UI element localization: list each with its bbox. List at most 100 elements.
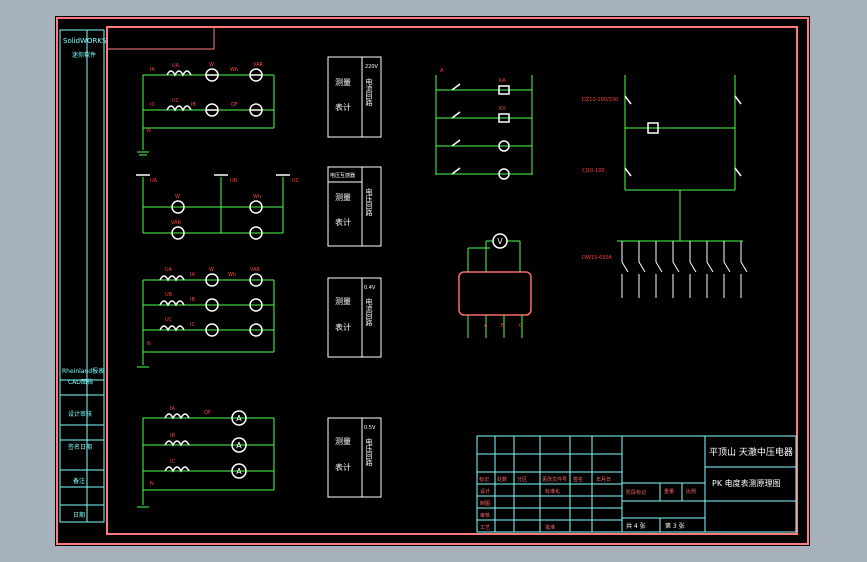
title-stage: 阶段标记 xyxy=(626,489,646,496)
tb-hdr-4: 更改文件号 xyxy=(542,476,567,483)
top-code-box xyxy=(106,26,215,50)
contactor-1 xyxy=(624,167,632,177)
outer-border xyxy=(56,17,809,545)
ct-coil-3a xyxy=(159,275,185,282)
panel-2-tag: 电压互感器 xyxy=(330,172,355,179)
c1-label-var: VAR xyxy=(253,62,264,68)
title-drawing: PK 电度表测原理图 xyxy=(712,478,781,488)
inner-border xyxy=(106,26,798,535)
c1-label-ib: IB xyxy=(191,102,196,108)
feeder-switch xyxy=(621,241,629,298)
ct-coil-4a xyxy=(164,413,190,420)
voltmeter-symbol: V xyxy=(497,237,503,246)
c3-label-uc: UC xyxy=(165,317,173,323)
c3-label-ic: IC xyxy=(190,322,195,328)
sidebar-item-1: Rheinland报表 xyxy=(62,367,104,375)
ct-coil-3c xyxy=(159,325,185,332)
tb-row-2: 制图 xyxy=(480,500,490,507)
c1-label-uc: UC xyxy=(172,98,180,104)
contactor-2 xyxy=(734,167,742,177)
sidebar-item-2: CAD图档 xyxy=(68,378,93,386)
ct-coil-1 xyxy=(166,70,192,77)
panel-4-line1: 测量 xyxy=(335,437,351,446)
meter-3a xyxy=(205,273,219,287)
meter-3f xyxy=(249,323,263,337)
tb-hdr-2: 处数 xyxy=(497,476,507,483)
feeder-switch xyxy=(689,241,697,298)
relay-coil-2 xyxy=(498,113,510,123)
c1-label-ic: IC xyxy=(150,102,155,108)
voltmeter xyxy=(492,233,508,249)
c1-label-ia: IA xyxy=(150,67,155,73)
c4-label-ib: IB xyxy=(170,433,175,439)
panel-4-tag: 0.5V xyxy=(364,425,376,431)
lamp-1 xyxy=(498,140,510,152)
feeder-switches xyxy=(621,241,748,298)
breaker-1 xyxy=(624,95,632,105)
sidebar-logo-sub: 迷你软件 xyxy=(72,51,96,59)
breaker-2 xyxy=(734,95,742,105)
c3-label-ua: UA xyxy=(165,267,173,273)
c3-label-w: W xyxy=(209,267,214,273)
tb-label-b: B xyxy=(501,323,505,329)
c2-label-ua: UA xyxy=(150,178,158,184)
ct-coil-4c xyxy=(164,466,190,473)
sidebar-item-6: 日期 xyxy=(73,511,85,519)
power-circuit xyxy=(617,75,743,242)
tb-app: 批准 xyxy=(545,524,555,531)
ammeter-4c xyxy=(231,463,247,479)
feeder-switch xyxy=(740,241,748,298)
sidebar-item-4: 签名日期 xyxy=(68,443,92,451)
feeder-switch xyxy=(638,241,646,298)
circuit-2 xyxy=(142,177,284,234)
tb-label-c: C xyxy=(519,323,523,329)
tb-hdr-3: 分区 xyxy=(517,476,527,483)
panel-3-tag: 0.4V xyxy=(364,285,376,291)
c3-label-var: VAR xyxy=(250,267,261,273)
ammeter-4b-symbol: A xyxy=(236,441,242,450)
panel-1-line1: 测量 xyxy=(335,78,351,87)
title-weight: 重量 xyxy=(664,488,674,495)
contact-1 xyxy=(451,83,461,91)
meter-3d xyxy=(249,298,263,312)
left-sidebar xyxy=(59,29,105,523)
meter-2c xyxy=(171,226,185,240)
ctrl-label-3: KV xyxy=(499,106,506,112)
panel-2-line1: 测量 xyxy=(335,193,351,202)
meter-2b xyxy=(249,200,263,214)
contact-2 xyxy=(451,111,461,119)
c2-label-ub: UB xyxy=(230,178,238,184)
c2-label-uc: UC xyxy=(292,178,300,184)
feeder-switch xyxy=(706,241,714,298)
label-cj: CJ10-100 xyxy=(582,168,605,174)
c2-label-w: W xyxy=(175,194,180,200)
tb-row-1: 设计 xyxy=(480,488,490,495)
circuit-4 xyxy=(137,417,275,508)
c4-label-ia: IA xyxy=(170,406,175,412)
meter-3b xyxy=(249,273,263,287)
tb-hdr-5: 签名 xyxy=(573,476,583,483)
tb-row-3: 审核 xyxy=(480,512,490,519)
lamp-2 xyxy=(498,168,510,180)
c4-label-ic: IC xyxy=(170,459,175,465)
c1-label-wh: Wh xyxy=(230,67,238,73)
panel-2-side: 电压回路 xyxy=(365,187,373,217)
c3-label-ub: UB xyxy=(165,292,173,298)
panel-1-line2: 表计 xyxy=(335,102,351,112)
title-company: 平顶山 天澈中压电器 xyxy=(709,446,793,458)
c1-label-w: W xyxy=(209,62,214,68)
ammeter-4c-symbol: A xyxy=(236,467,242,476)
c1-label-ua: UA xyxy=(172,63,180,69)
c2-label-wh: Wh xyxy=(253,194,261,200)
panel-3-side: 电流回路 xyxy=(365,297,373,327)
relay-coil-1 xyxy=(498,85,510,95)
title-scale: 比例 xyxy=(686,488,696,495)
sidebar-item-3: 设计审核 xyxy=(68,410,92,418)
panel-3-line1: 测量 xyxy=(335,297,351,306)
sidebar-logo: SolidWORKS xyxy=(63,37,107,45)
c2-label-var: VAR xyxy=(171,220,182,226)
c3-label-wh: Wh xyxy=(228,272,236,278)
c3-label-n: N xyxy=(147,341,151,347)
c1-label-n: N xyxy=(147,128,151,134)
